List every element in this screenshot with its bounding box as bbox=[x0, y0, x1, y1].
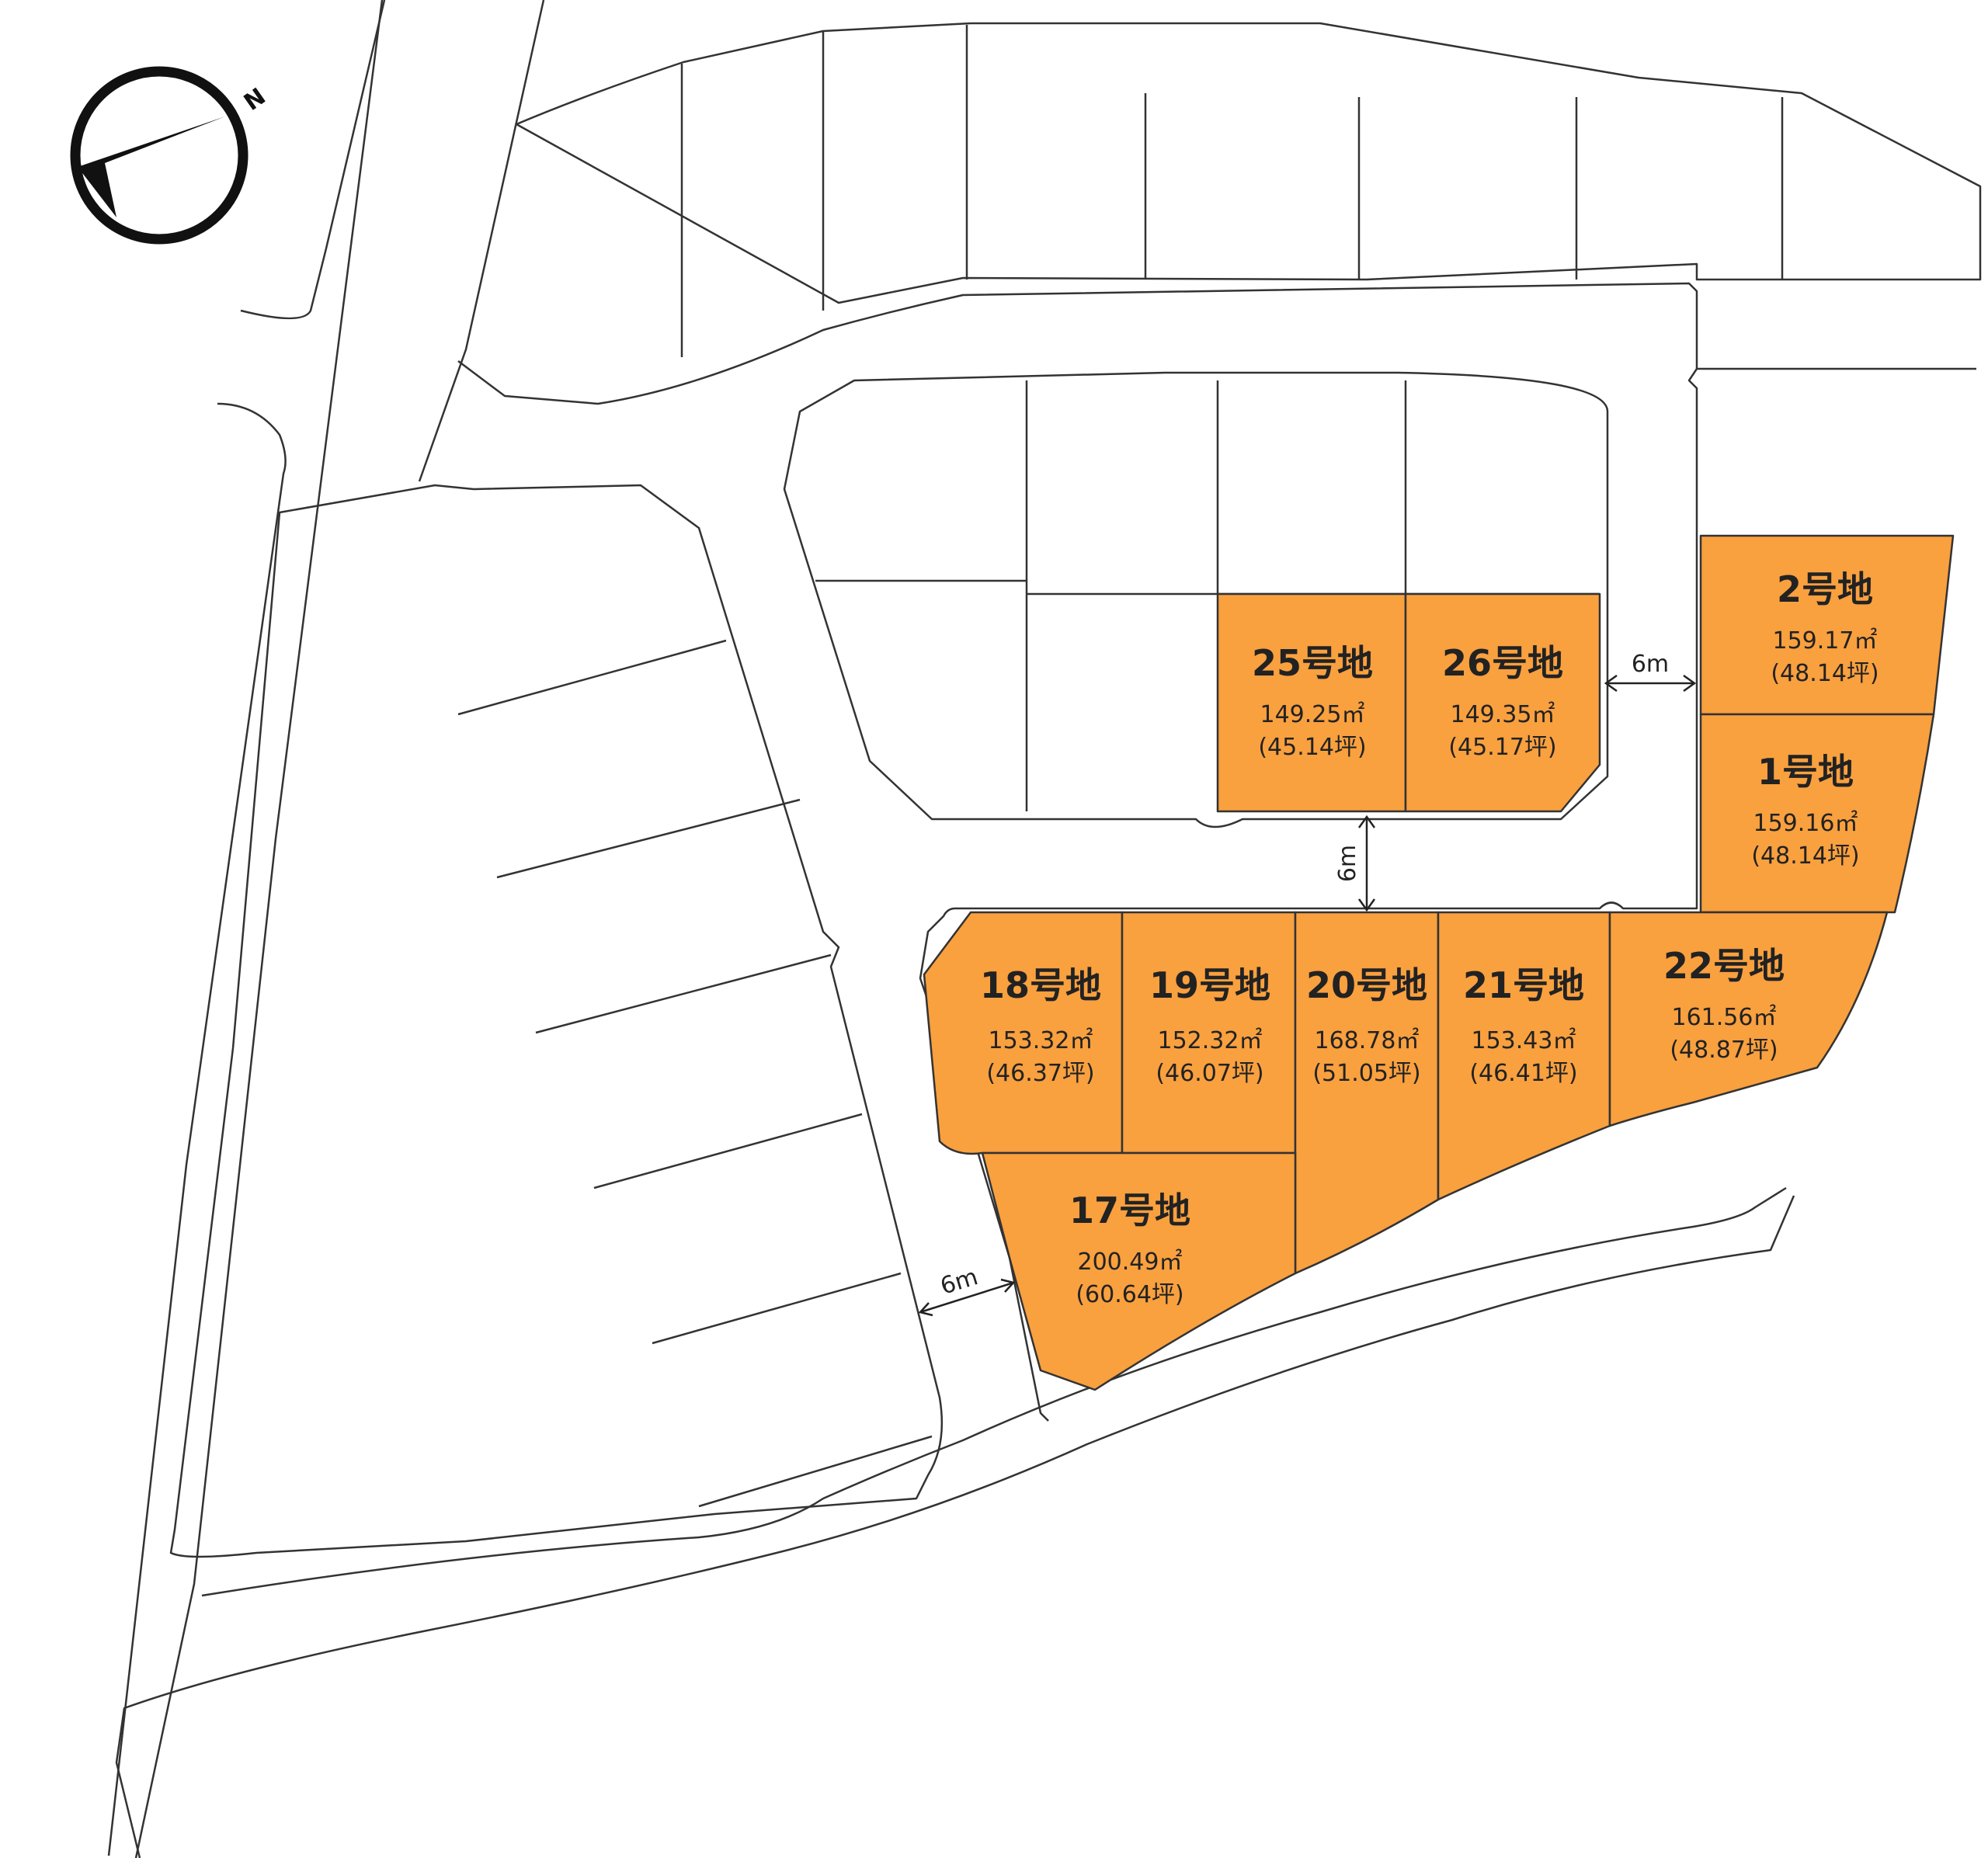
lot-20-shape[interactable] bbox=[1294, 911, 1440, 1275]
road-width-dimensions: 6m 6m 6m bbox=[918, 651, 1697, 1317]
lot-labels: 25号地 149.25㎡ (45.14坪) 26号地 149.35㎡ (45.1… bbox=[980, 568, 1879, 1308]
west-main-road bbox=[107, 0, 545, 1858]
lot-19-number: 19号地 bbox=[1149, 964, 1270, 1006]
top-lot-band bbox=[515, 22, 1982, 357]
center-road-arrow-up-icon bbox=[1357, 814, 1376, 828]
east-road-arrow-right-icon bbox=[1683, 674, 1697, 693]
lot-2-tsubo: (48.14坪) bbox=[1771, 660, 1879, 687]
south-road-edge bbox=[201, 1186, 1787, 1597]
east-road-arrow-left-icon bbox=[1604, 674, 1618, 693]
lot-1-tsubo: (48.14坪) bbox=[1751, 842, 1859, 870]
lot-22-shape[interactable] bbox=[1608, 911, 1889, 1127]
west-strip-divider-3 bbox=[535, 953, 832, 1034]
lot-20-area: 168.78㎡ bbox=[1315, 1027, 1420, 1054]
south-road-edge-lower bbox=[115, 1195, 1795, 1858]
available-lots bbox=[923, 534, 1955, 1391]
lot-21-tsubo: (46.41坪) bbox=[1469, 1060, 1577, 1087]
lot-20-number: 20号地 bbox=[1306, 964, 1427, 1006]
compass-circle bbox=[70, 66, 248, 245]
center-road-arrow-down-icon bbox=[1357, 898, 1376, 912]
lot-19-tsubo: (46.07坪) bbox=[1156, 1060, 1263, 1087]
west-road-edge-left bbox=[134, 0, 384, 1858]
lot-17-shape[interactable] bbox=[981, 1151, 1297, 1391]
lot-26-number: 26号地 bbox=[1442, 642, 1563, 684]
lot-1-number: 1号地 bbox=[1757, 751, 1854, 793]
lot-1-area: 159.16㎡ bbox=[1753, 810, 1858, 837]
lot-19-area: 152.32㎡ bbox=[1158, 1027, 1263, 1054]
lot-2-number: 2号地 bbox=[1777, 568, 1873, 610]
lot-18-area: 153.32㎡ bbox=[989, 1027, 1093, 1054]
compass-north-label: N bbox=[239, 83, 271, 116]
lot-2-shape[interactable] bbox=[1699, 534, 1955, 716]
lot-22-number: 22号地 bbox=[1663, 945, 1785, 987]
west-road-arrow-right-icon bbox=[1000, 1278, 1016, 1293]
lot-22-area: 161.56㎡ bbox=[1672, 1004, 1777, 1031]
west-road-edge-left-upper bbox=[240, 0, 386, 320]
lot-25-area: 149.25㎡ bbox=[1260, 701, 1365, 728]
west-strip-divider-1 bbox=[457, 639, 727, 716]
lot-26-area: 149.35㎡ bbox=[1451, 701, 1555, 728]
east-road-width-label: 6m bbox=[1632, 651, 1669, 678]
lot-21-number: 21号地 bbox=[1463, 964, 1584, 1006]
lot-18-tsubo: (46.37坪) bbox=[986, 1060, 1094, 1087]
west-road-arrow-left-icon bbox=[918, 1302, 933, 1317]
west-strip-divider-5 bbox=[652, 1272, 902, 1345]
lot-22-tsubo: (48.87坪) bbox=[1670, 1037, 1778, 1064]
lot-26-tsubo: (45.17坪) bbox=[1448, 734, 1556, 761]
lot-17-area: 200.49㎡ bbox=[1078, 1249, 1183, 1276]
west-road-edge-right bbox=[418, 0, 545, 482]
lot-21-shape[interactable] bbox=[1437, 911, 1611, 1201]
west-block-outline bbox=[169, 484, 944, 1558]
lot-17-number: 17号地 bbox=[1069, 1189, 1190, 1231]
west-strip-divider-2 bbox=[496, 798, 801, 879]
west-road-edge-left-curve bbox=[107, 402, 287, 1856]
lot-2-area: 159.17㎡ bbox=[1773, 627, 1878, 655]
loop-road-upper-inner bbox=[783, 371, 1609, 828]
west-strip-lots bbox=[457, 639, 933, 1508]
lot-20-tsubo: (51.05坪) bbox=[1312, 1060, 1420, 1087]
west-strip-divider-6 bbox=[698, 1435, 933, 1508]
road-loop bbox=[115, 282, 1795, 1858]
north-compass: N bbox=[70, 66, 271, 245]
lot-25-tsubo: (45.14坪) bbox=[1258, 734, 1366, 761]
lot-26-shape[interactable] bbox=[1404, 592, 1601, 813]
top-band-outline bbox=[515, 22, 1982, 304]
lot-17-tsubo: (60.64坪) bbox=[1076, 1281, 1183, 1308]
west-road-dimension-line bbox=[919, 1281, 1014, 1314]
loop-road-outer-top bbox=[457, 282, 1698, 1422]
compass-arrow-icon bbox=[78, 116, 225, 217]
center-road-width-label: 6m bbox=[1334, 845, 1361, 882]
lot-21-area: 153.43㎡ bbox=[1472, 1027, 1576, 1054]
lot-25-number: 25号地 bbox=[1252, 642, 1373, 684]
west-strip-divider-4 bbox=[593, 1113, 863, 1189]
lot-18-number: 18号地 bbox=[980, 964, 1101, 1006]
lot-1-shape[interactable] bbox=[1699, 713, 1935, 914]
